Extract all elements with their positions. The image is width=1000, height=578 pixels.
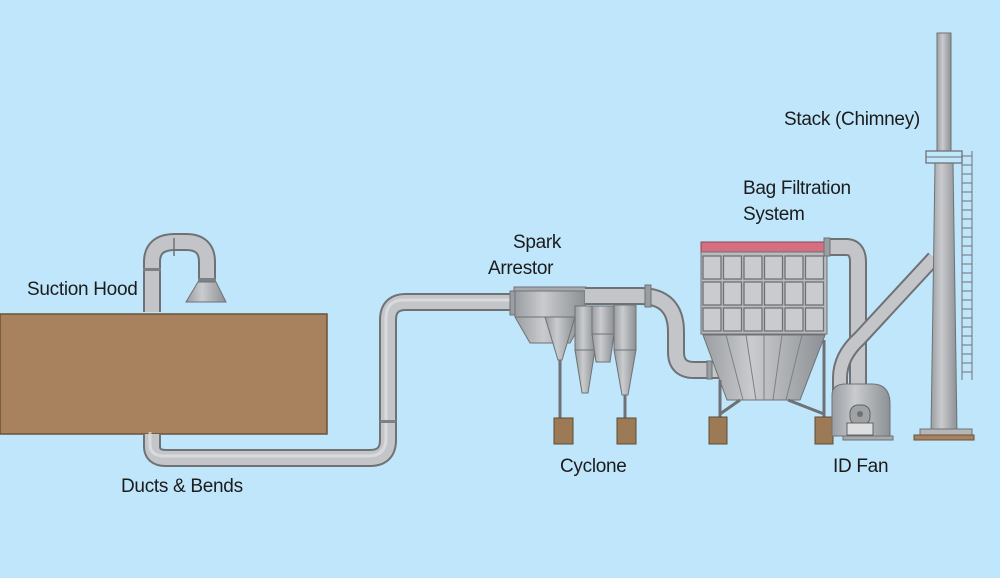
filter-bag-cell [763,281,784,306]
filter-bag-cell [702,307,722,332]
filter-bag-cell [702,281,722,306]
label-cyclone: Cyclone [560,456,627,477]
filter-bag-cell [784,255,804,280]
filter-bag-cell [763,307,784,332]
label-spark-arrestor-2: Arrestor [488,258,554,279]
label-suction-hood: Suction Hood [27,279,138,300]
dust-bin [616,417,637,445]
filter-bag-cell [804,255,825,280]
label-bag-filtration-1: Bag Filtration [743,178,851,199]
label-spark-arrestor-1: Spark [513,232,562,253]
filter-bag-cell [743,281,763,306]
filter-bag-cell [743,307,763,332]
stack-chimney [913,32,975,441]
cyclone [544,304,637,445]
bag-filtration-system [700,241,834,445]
filter-bag-cell [743,255,763,280]
filter-bag-cell [722,307,743,332]
filter-bag-cell [763,255,784,280]
filter-bag-cell [722,255,743,280]
dust-bin [708,416,728,445]
filter-bag-cell [722,281,743,306]
filter-bag-cell [784,307,804,332]
dust-bin [814,416,834,445]
label-stack: Stack (Chimney) [784,109,920,130]
label-bag-filtration-2: System [743,204,805,225]
label-id-fan: ID Fan [833,456,889,477]
source-block [0,313,328,435]
duct-to-stack [832,252,940,400]
filter-bag-cell [702,255,722,280]
duct-to-fan [823,237,867,384]
suction-hood [143,233,227,312]
dust-bin [553,417,574,445]
duct-to-filter [585,284,720,380]
filter-bag-cell [804,307,825,332]
filter-bag-cell [804,281,825,306]
filter-bag-cell [784,281,804,306]
id-fan [831,383,894,441]
label-ducts-bends: Ducts & Bends [121,476,243,497]
ducts-bends [143,293,512,467]
